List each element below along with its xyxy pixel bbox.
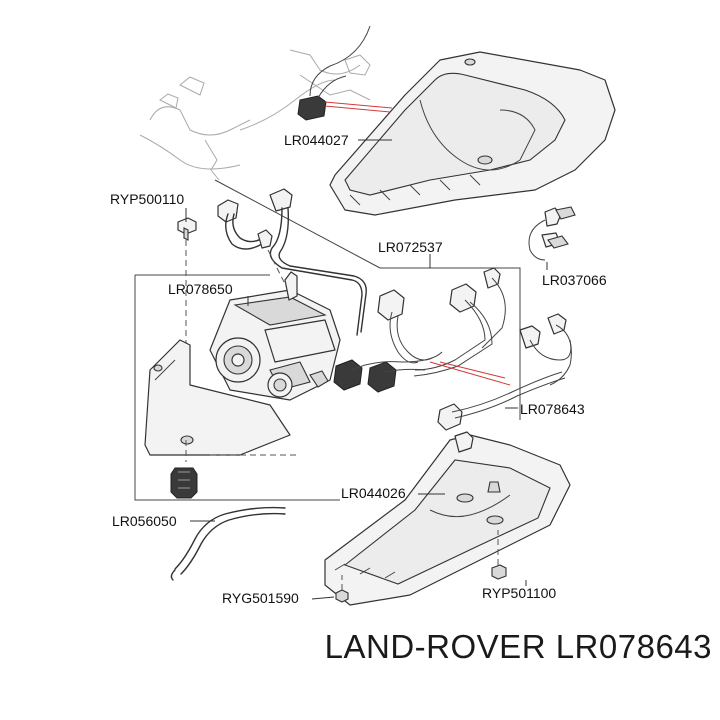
tray-cover-lr072537 xyxy=(329,51,616,216)
bolt-ryp501100 xyxy=(491,530,507,580)
label-ryg501590: RYG501590 xyxy=(222,590,299,606)
tray-lr044026 xyxy=(324,431,571,606)
air-hoses xyxy=(217,188,367,336)
label-lr078650: LR078650 xyxy=(168,281,233,297)
footer-caption: LAND-ROVER LR078643 xyxy=(324,628,712,665)
nut-ryg501590 xyxy=(335,575,349,603)
label-lr072537: LR072537 xyxy=(378,239,443,255)
hose-lr056050 xyxy=(170,506,286,581)
background-wiring-ghost xyxy=(139,49,371,181)
bolt-ryp500110 xyxy=(177,217,197,440)
compressor-lr078650 xyxy=(144,271,341,499)
connector-lr044027 xyxy=(297,25,371,121)
label-lr044026: LR044026 xyxy=(341,485,406,501)
leader-lines xyxy=(185,101,548,600)
label-lr037066: LR037066 xyxy=(542,272,607,288)
label-ryp501100: RYP501100 xyxy=(482,585,556,601)
label-lr056050: LR056050 xyxy=(112,513,177,529)
assembly-frame xyxy=(134,179,521,501)
label-ryp500110: RYP500110 xyxy=(110,191,184,207)
label-lr078643: LR078643 xyxy=(520,401,585,417)
harness-lr078643 xyxy=(333,267,572,431)
connector-lr037066 xyxy=(528,206,576,261)
label-lr044027: LR044027 xyxy=(284,132,349,148)
